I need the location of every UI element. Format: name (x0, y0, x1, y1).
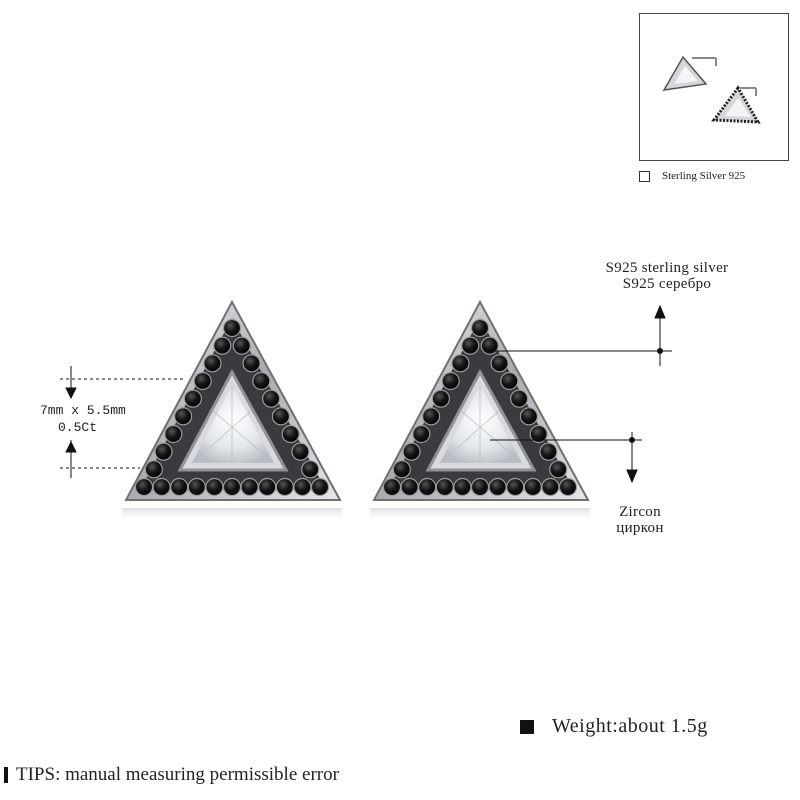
black-stone (293, 477, 312, 497)
thumbnail-image (662, 55, 761, 124)
zircon-stone-left (192, 385, 274, 463)
size-label-line2: 0.5Ct (58, 420, 98, 435)
black-stone (203, 354, 222, 373)
black-stone (470, 477, 490, 497)
black-stone (134, 477, 154, 497)
black-stone (301, 460, 320, 479)
black-stone (488, 477, 507, 497)
black-stone (422, 407, 441, 426)
material-label: S925 sterling silver S925 серебро (567, 260, 767, 292)
zircon-pointer (490, 432, 642, 484)
black-stone (170, 477, 189, 497)
black-stone (418, 477, 437, 497)
material-label-line2: S925 серебро (622, 276, 712, 292)
black-stone (541, 477, 560, 497)
stone-label-line2: циркон (616, 520, 664, 536)
black-stone (500, 371, 519, 391)
black-stone (431, 389, 450, 408)
material-pointer (492, 304, 672, 366)
black-stone (240, 477, 259, 497)
material-label-line1: S925 sterling silver (605, 260, 729, 276)
black-stone (506, 477, 525, 497)
tips-text: TIPS: manual measuring permissible error (16, 764, 339, 785)
weight-text: Weight:about 1.5g (552, 715, 708, 737)
black-stone (205, 477, 224, 497)
black-stone (193, 371, 212, 391)
black-stone (435, 477, 454, 497)
thumbnail-frame[interactable] (639, 13, 789, 161)
black-stone (187, 477, 206, 497)
checkbox-icon[interactable] (639, 170, 650, 182)
black-stone (529, 424, 548, 444)
black-stone (451, 354, 470, 373)
thumbnail-caption-text: Sterling Silver 925 (662, 170, 746, 182)
earring-right (370, 299, 590, 522)
stone-label-line1: Zircon (619, 504, 661, 520)
black-stone (490, 354, 509, 373)
black-stone (510, 389, 529, 408)
black-stone (232, 336, 251, 355)
black-stone (258, 477, 277, 497)
black-stone (154, 442, 173, 461)
size-dimension-lines (60, 366, 185, 478)
tips-note: TIPS: manual measuring permissible error (4, 764, 339, 786)
black-stone (480, 336, 499, 355)
thumb-earring-2 (711, 85, 761, 124)
bar-bullet-icon (4, 767, 8, 783)
black-stone (523, 477, 542, 497)
black-stone (470, 318, 490, 338)
black-stone (271, 407, 290, 426)
black-stone (222, 318, 242, 338)
black-stone (174, 407, 193, 426)
black-stone (392, 460, 411, 479)
black-stone (412, 424, 431, 444)
black-stone (519, 407, 538, 426)
black-stone (213, 336, 232, 355)
thumb-earring-1 (662, 55, 717, 91)
size-label: 7mm x 5.5mm 0.5Ct (40, 402, 126, 436)
black-stone (402, 442, 421, 461)
black-stone (252, 371, 271, 391)
black-stone (382, 477, 402, 497)
black-stone (400, 477, 419, 497)
size-label-line1: 7mm x 5.5mm (40, 403, 126, 418)
black-stone (558, 477, 578, 497)
black-stone (152, 477, 171, 497)
stone-label: Zircon циркон (590, 504, 690, 536)
black-stone (310, 477, 330, 497)
black-stone (453, 477, 472, 497)
weight-info: Weight:about 1.5g (520, 715, 708, 738)
earring-left (122, 299, 342, 522)
black-spinel-halo (134, 318, 330, 497)
black-stone (461, 336, 480, 355)
zircon-stone-right (440, 385, 522, 463)
black-stone (281, 424, 300, 444)
square-bullet-icon (520, 719, 534, 734)
black-spinel-halo (382, 318, 578, 497)
black-stone (242, 354, 261, 373)
thumbnail-caption: Sterling Silver 925 (639, 170, 799, 182)
black-stone (222, 477, 242, 497)
black-stone (549, 460, 568, 479)
black-stone (262, 389, 281, 408)
black-stone (144, 460, 163, 479)
black-stone (275, 477, 294, 497)
black-stone (291, 442, 310, 461)
black-stone (164, 424, 183, 444)
black-stone (539, 442, 558, 461)
black-stone (441, 371, 460, 391)
black-stone (183, 389, 202, 408)
